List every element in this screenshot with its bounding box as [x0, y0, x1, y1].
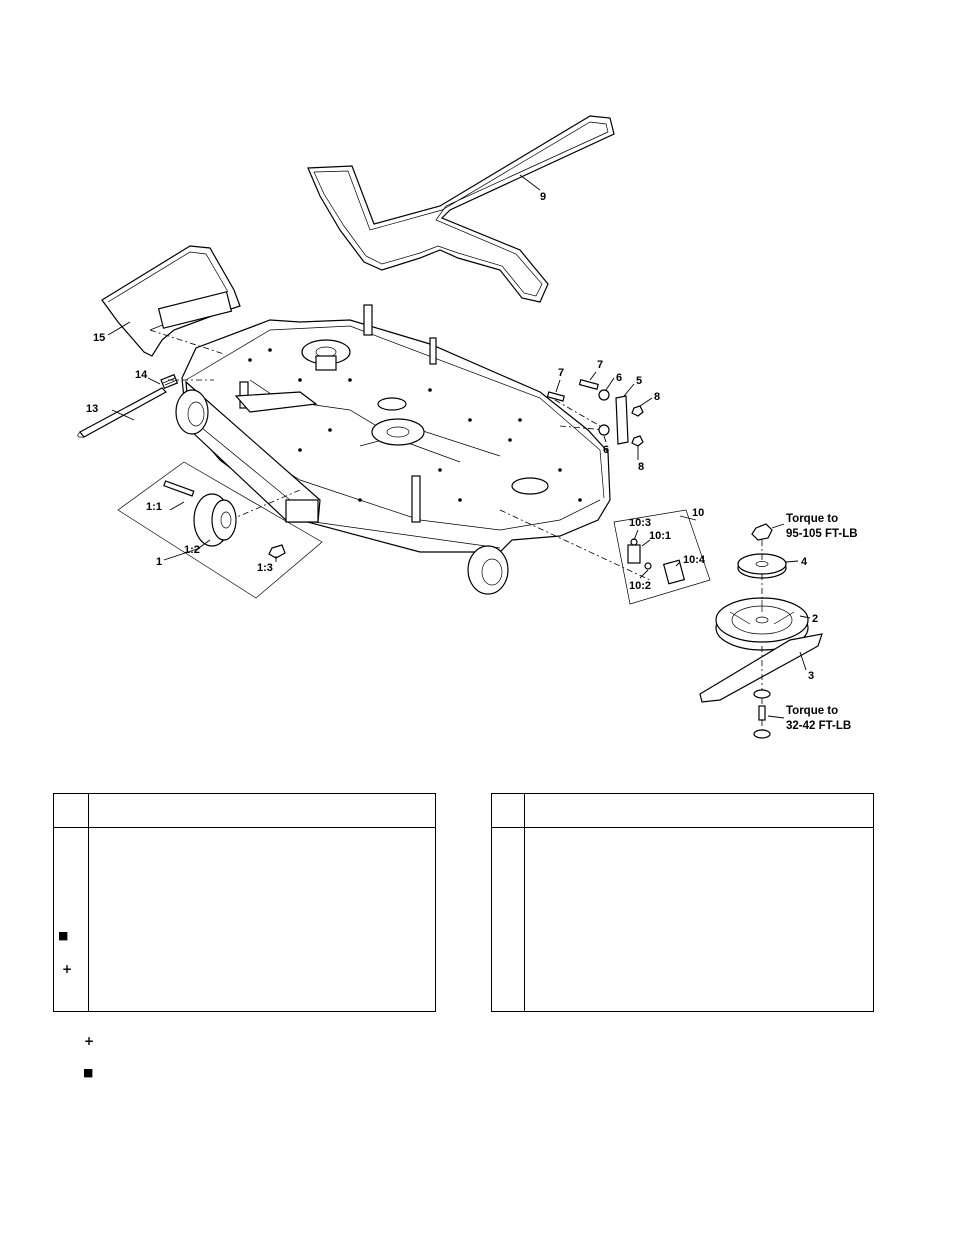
torque-note-top-line1: Torque to: [786, 513, 838, 525]
callout-3: 3: [808, 670, 814, 682]
bracket-hardware: [546, 379, 644, 447]
parts-table-left-divider: [88, 794, 89, 1011]
callout-10: 10: [692, 507, 704, 519]
callout-1-2: 1:2: [184, 544, 200, 556]
callout-4: 4: [801, 556, 808, 568]
callout-8b: 8: [638, 461, 644, 473]
square-icon: ■: [58, 929, 69, 942]
torque-note-bottom-line1: Torque to: [786, 705, 838, 717]
callout-1-3: 1:3: [257, 562, 273, 574]
idler-assembly-group: [613, 509, 711, 605]
callout-10-2: 10:2: [629, 580, 651, 592]
callout-5: 5: [636, 375, 642, 387]
deck-wheel-front: [467, 545, 509, 595]
callout-10-1: 10:1: [649, 530, 671, 542]
callout-1-1: 1:1: [146, 501, 162, 513]
plus-icon: +: [62, 962, 73, 976]
deck-wheel-left: [175, 389, 209, 435]
callout-13: 13: [86, 403, 98, 415]
exploded-parts-diagram: 1 1:1 1:2 1:3 2 3 4 5 6 6 7 7 8 8 9 10 1…: [77, 115, 858, 739]
callout-6a: 6: [616, 372, 622, 384]
chute-spring: [160, 373, 179, 390]
parts-table-right: [491, 793, 874, 1012]
discharge-chute: [101, 245, 241, 357]
callout-14: 14: [135, 369, 148, 381]
plus-icon: +: [84, 1034, 95, 1048]
square-icon: ■: [83, 1066, 94, 1079]
callout-9: 9: [540, 191, 546, 203]
wheel-assembly-group: [117, 461, 323, 599]
parts-table-right-header: [492, 794, 873, 828]
torque-note-top-line2: 95-105 FT-LB: [786, 528, 858, 540]
blade-stack: [699, 523, 823, 739]
parts-table-left-header: [54, 794, 435, 828]
callout-1: 1: [156, 556, 162, 568]
callout-8a: 8: [654, 391, 660, 403]
chute-rod: [77, 387, 167, 438]
parts-table-left: ■ +: [53, 793, 436, 1012]
callout-10-4: 10:4: [683, 554, 706, 566]
callout-10-3: 10:3: [629, 517, 651, 529]
torque-note-bottom-line2: 32-42 FT-LB: [786, 720, 851, 732]
callout-15: 15: [93, 332, 105, 344]
parts-table-right-divider: [524, 794, 525, 1011]
mower-deck: [179, 304, 611, 553]
callout-6b: 6: [603, 444, 609, 456]
drive-belt: [307, 115, 615, 303]
callout-7b: 7: [597, 359, 603, 371]
callout-7a: 7: [558, 367, 564, 379]
callout-2: 2: [812, 613, 818, 625]
